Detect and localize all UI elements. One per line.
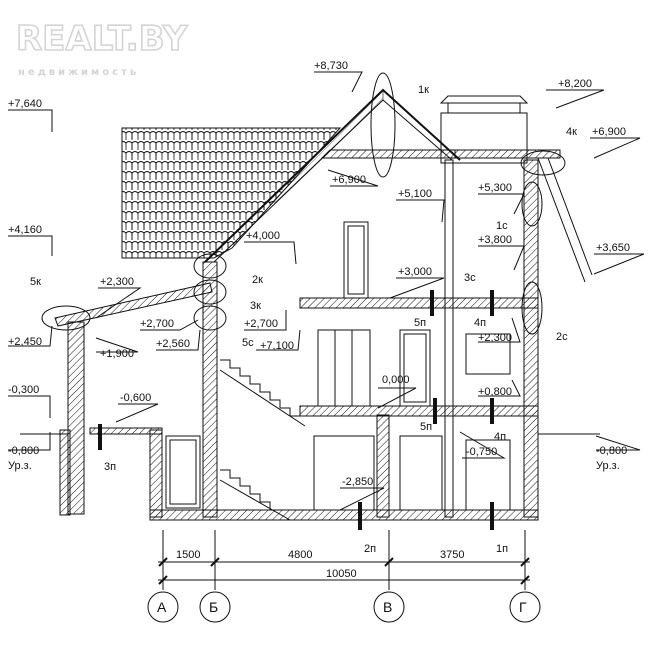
node-5p-lower: 5п	[420, 421, 432, 433]
dim-4800: 4800	[288, 549, 312, 561]
level-2300-left: +2,300	[100, 276, 134, 288]
level-5100: +5,100	[398, 188, 432, 200]
level-1900: +1,900	[100, 348, 134, 360]
dimension-lines	[158, 530, 530, 590]
level-2700-b: +2,700	[244, 318, 278, 330]
ground-label-right: Ур.з.	[596, 460, 620, 472]
axis-b: Б	[209, 599, 218, 615]
slab-basement	[149, 509, 539, 521]
node-2s: 2с	[556, 331, 568, 343]
right-roof	[454, 149, 593, 283]
foundation-left	[59, 429, 71, 516]
basement-wall-left	[149, 429, 163, 518]
level-3000: +3,000	[398, 266, 432, 278]
main-roof	[204, 88, 461, 263]
level-0000: 0,000	[382, 374, 410, 386]
level-minus-0800-right: -0,800	[596, 445, 627, 457]
slab-attic	[299, 297, 539, 309]
level-8730: +8,730	[314, 60, 348, 72]
level-leaders	[8, 71, 645, 511]
level-4160: +4,160	[8, 224, 42, 236]
watermark-tagline: недвижимость	[18, 67, 139, 78]
level-3650: +3,650	[596, 242, 630, 254]
openings	[165, 221, 511, 511]
level-minus-0300: -0,300	[8, 384, 39, 396]
level-5300: +5,300	[478, 182, 512, 194]
node-2p: 2п	[364, 543, 376, 555]
stair-lower	[220, 469, 290, 511]
node-callouts	[41, 72, 566, 335]
level-0800: +0,800	[478, 386, 512, 398]
ground-label-left: Ур.з.	[8, 460, 32, 472]
level-6900-inner: +6,900	[332, 174, 366, 186]
stair-upper	[220, 359, 305, 417]
level-3800: +3,800	[478, 234, 512, 246]
node-3p: 3п	[104, 461, 116, 473]
porch-canopy	[54, 282, 213, 515]
node-4p-upper: 4п	[474, 317, 486, 329]
cut-marks	[98, 290, 494, 530]
level-2300-right: +2,300	[478, 332, 512, 344]
level-minus-0600: -0,600	[120, 392, 151, 404]
axis-bubbles	[147, 591, 541, 623]
node-3k: 3к	[250, 300, 261, 312]
wall-axis-b	[202, 261, 218, 518]
node-5s: 5с	[242, 337, 254, 349]
watermark-brand: REALT.BY	[16, 19, 188, 59]
chimney	[439, 95, 529, 164]
wall-axis-g	[523, 159, 539, 518]
node-1k: 1к	[418, 84, 429, 96]
tiled-roof-facade	[121, 127, 342, 259]
axis-a: А	[157, 599, 167, 615]
node-1p: 1п	[496, 543, 508, 555]
node-5k: 5к	[30, 276, 41, 288]
level-2450: +2,450	[8, 336, 42, 348]
wall-axis-v-basement	[376, 414, 390, 518]
dim-3750: 3750	[440, 549, 464, 561]
level-7640: +7,640	[8, 98, 42, 110]
level-minus-0800-left: -0,800	[8, 445, 39, 457]
node-4k: 4к	[566, 126, 577, 138]
level-8200: +8,200	[558, 78, 592, 90]
level-7100: +7,100	[260, 340, 294, 352]
dim-total-10050: 10050	[326, 568, 357, 580]
node-3s: 3с	[464, 272, 476, 284]
level-2700-a: +2,700	[140, 318, 174, 330]
axis-g: Г	[519, 599, 527, 615]
level-minus-2850: -2,850	[342, 476, 373, 488]
dim-1500: 1500	[176, 549, 200, 561]
inner-wall	[444, 159, 454, 518]
level-2560: +2,560	[156, 338, 190, 350]
node-5p-upper: 5п	[414, 317, 426, 329]
level-4000: +4,000	[246, 230, 280, 242]
node-4p-lower: 4п	[494, 431, 506, 443]
slab-ground	[299, 405, 539, 417]
node-1s: 1с	[496, 220, 508, 232]
axis-v: В	[383, 599, 392, 615]
node-2k: 2к	[252, 274, 263, 286]
slab-porch	[89, 427, 163, 435]
level-minus-0750: -0,750	[466, 446, 497, 458]
level-6900-right: +6,900	[592, 126, 626, 138]
